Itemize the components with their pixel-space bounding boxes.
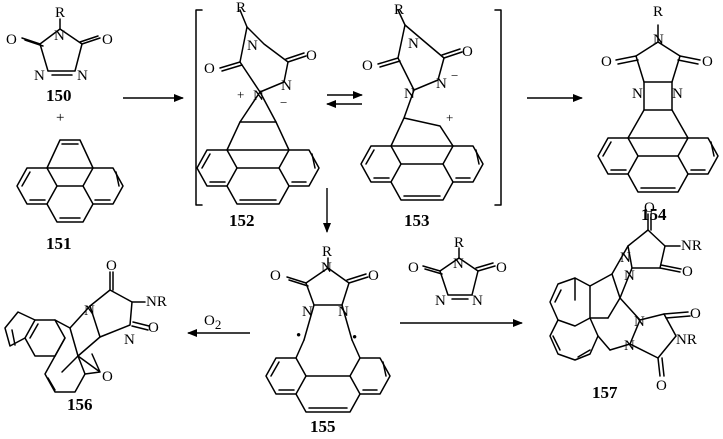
atom-r: R [454,235,464,251]
atom-o: O [306,48,317,64]
compound-151: 151 [16,139,124,253]
atom-r: R [55,5,65,21]
atom-r: R [653,4,663,20]
atom-o: O [270,268,281,284]
atom-n: N [436,76,447,92]
reagent-triazolinedione: R N O O N N [408,235,507,309]
atom-n: N [453,256,464,272]
atom-n: N [338,304,349,320]
atom-nr: NR [146,294,167,310]
atom-n: N [620,250,631,266]
compound-153: R N O O N − N + 153 [360,2,484,230]
atom-n: N [247,38,258,54]
atom-n: N [472,293,483,309]
atom-o: O [690,306,701,322]
atom-o: O [362,58,373,74]
atom-o: O [6,32,17,48]
atom-o: O [204,61,215,77]
label-151: 151 [46,234,72,253]
compound-152: R N O O N − N + 152 [196,0,320,230]
charge-plus: + [237,87,244,102]
atom-n: N [54,28,65,44]
atom-n: N [624,338,635,354]
atom-o: O [496,260,507,276]
label-156: 156 [67,395,93,414]
label-157: 157 [592,383,618,402]
radical-dot: • [296,328,301,344]
atom-n: N [84,303,95,319]
charge-minus: − [280,95,287,110]
atom-n: N [624,268,635,284]
label-152: 152 [229,211,255,230]
atom-n: N [404,86,415,102]
atom-n: N [321,260,332,276]
atom-n: N [302,304,313,320]
radical-dot: • [352,330,357,346]
compound-154: R N O O N N 154 [597,4,719,224]
atom-o: O [106,258,117,274]
atom-nr: NR [681,238,702,254]
atom-n: N [672,86,683,102]
atom-r: R [236,0,246,16]
atom-o: O [601,54,612,70]
charge-plus: + [446,110,453,125]
atom-o: O [462,44,473,60]
compound-150: R N O O N N 150 [6,5,113,105]
atom-o: O [368,268,379,284]
plus-sign: + [56,110,64,126]
atom-o: O [656,378,667,394]
charge-minus: − [451,68,458,83]
label-155: 155 [310,417,336,436]
atom-n: N [281,78,292,94]
label-153: 153 [404,211,430,230]
atom-o: O [102,32,113,48]
bracket-left [195,9,203,206]
atom-n: N [34,68,45,84]
atom-n: N [253,88,264,104]
atom-o: O [408,260,419,276]
reagent-oxygen: O2 [204,313,221,332]
atom-n: N [124,332,135,348]
atom-n: N [634,314,645,330]
atom-r: R [394,2,404,18]
atom-n: N [77,68,88,84]
atom-o: O [148,320,159,336]
atom-r: R [322,244,332,260]
compound-156: O NR O N N O 156 [4,258,167,414]
label-150: 150 [46,86,72,105]
atom-o: O [702,54,713,70]
atom-n: N [653,32,664,48]
compound-157: O NR O N N N O NR N O 157 [549,200,702,402]
compound-155: R N O O N N • • 155 [265,244,391,436]
atom-n: N [632,86,643,102]
atom-nr: NR [676,332,697,348]
atom-o: O [682,264,693,280]
atom-o: O [644,200,655,216]
atom-n: N [435,293,446,309]
atom-o: O [102,369,113,385]
atom-n: N [408,36,419,52]
bracket-right [494,9,502,206]
